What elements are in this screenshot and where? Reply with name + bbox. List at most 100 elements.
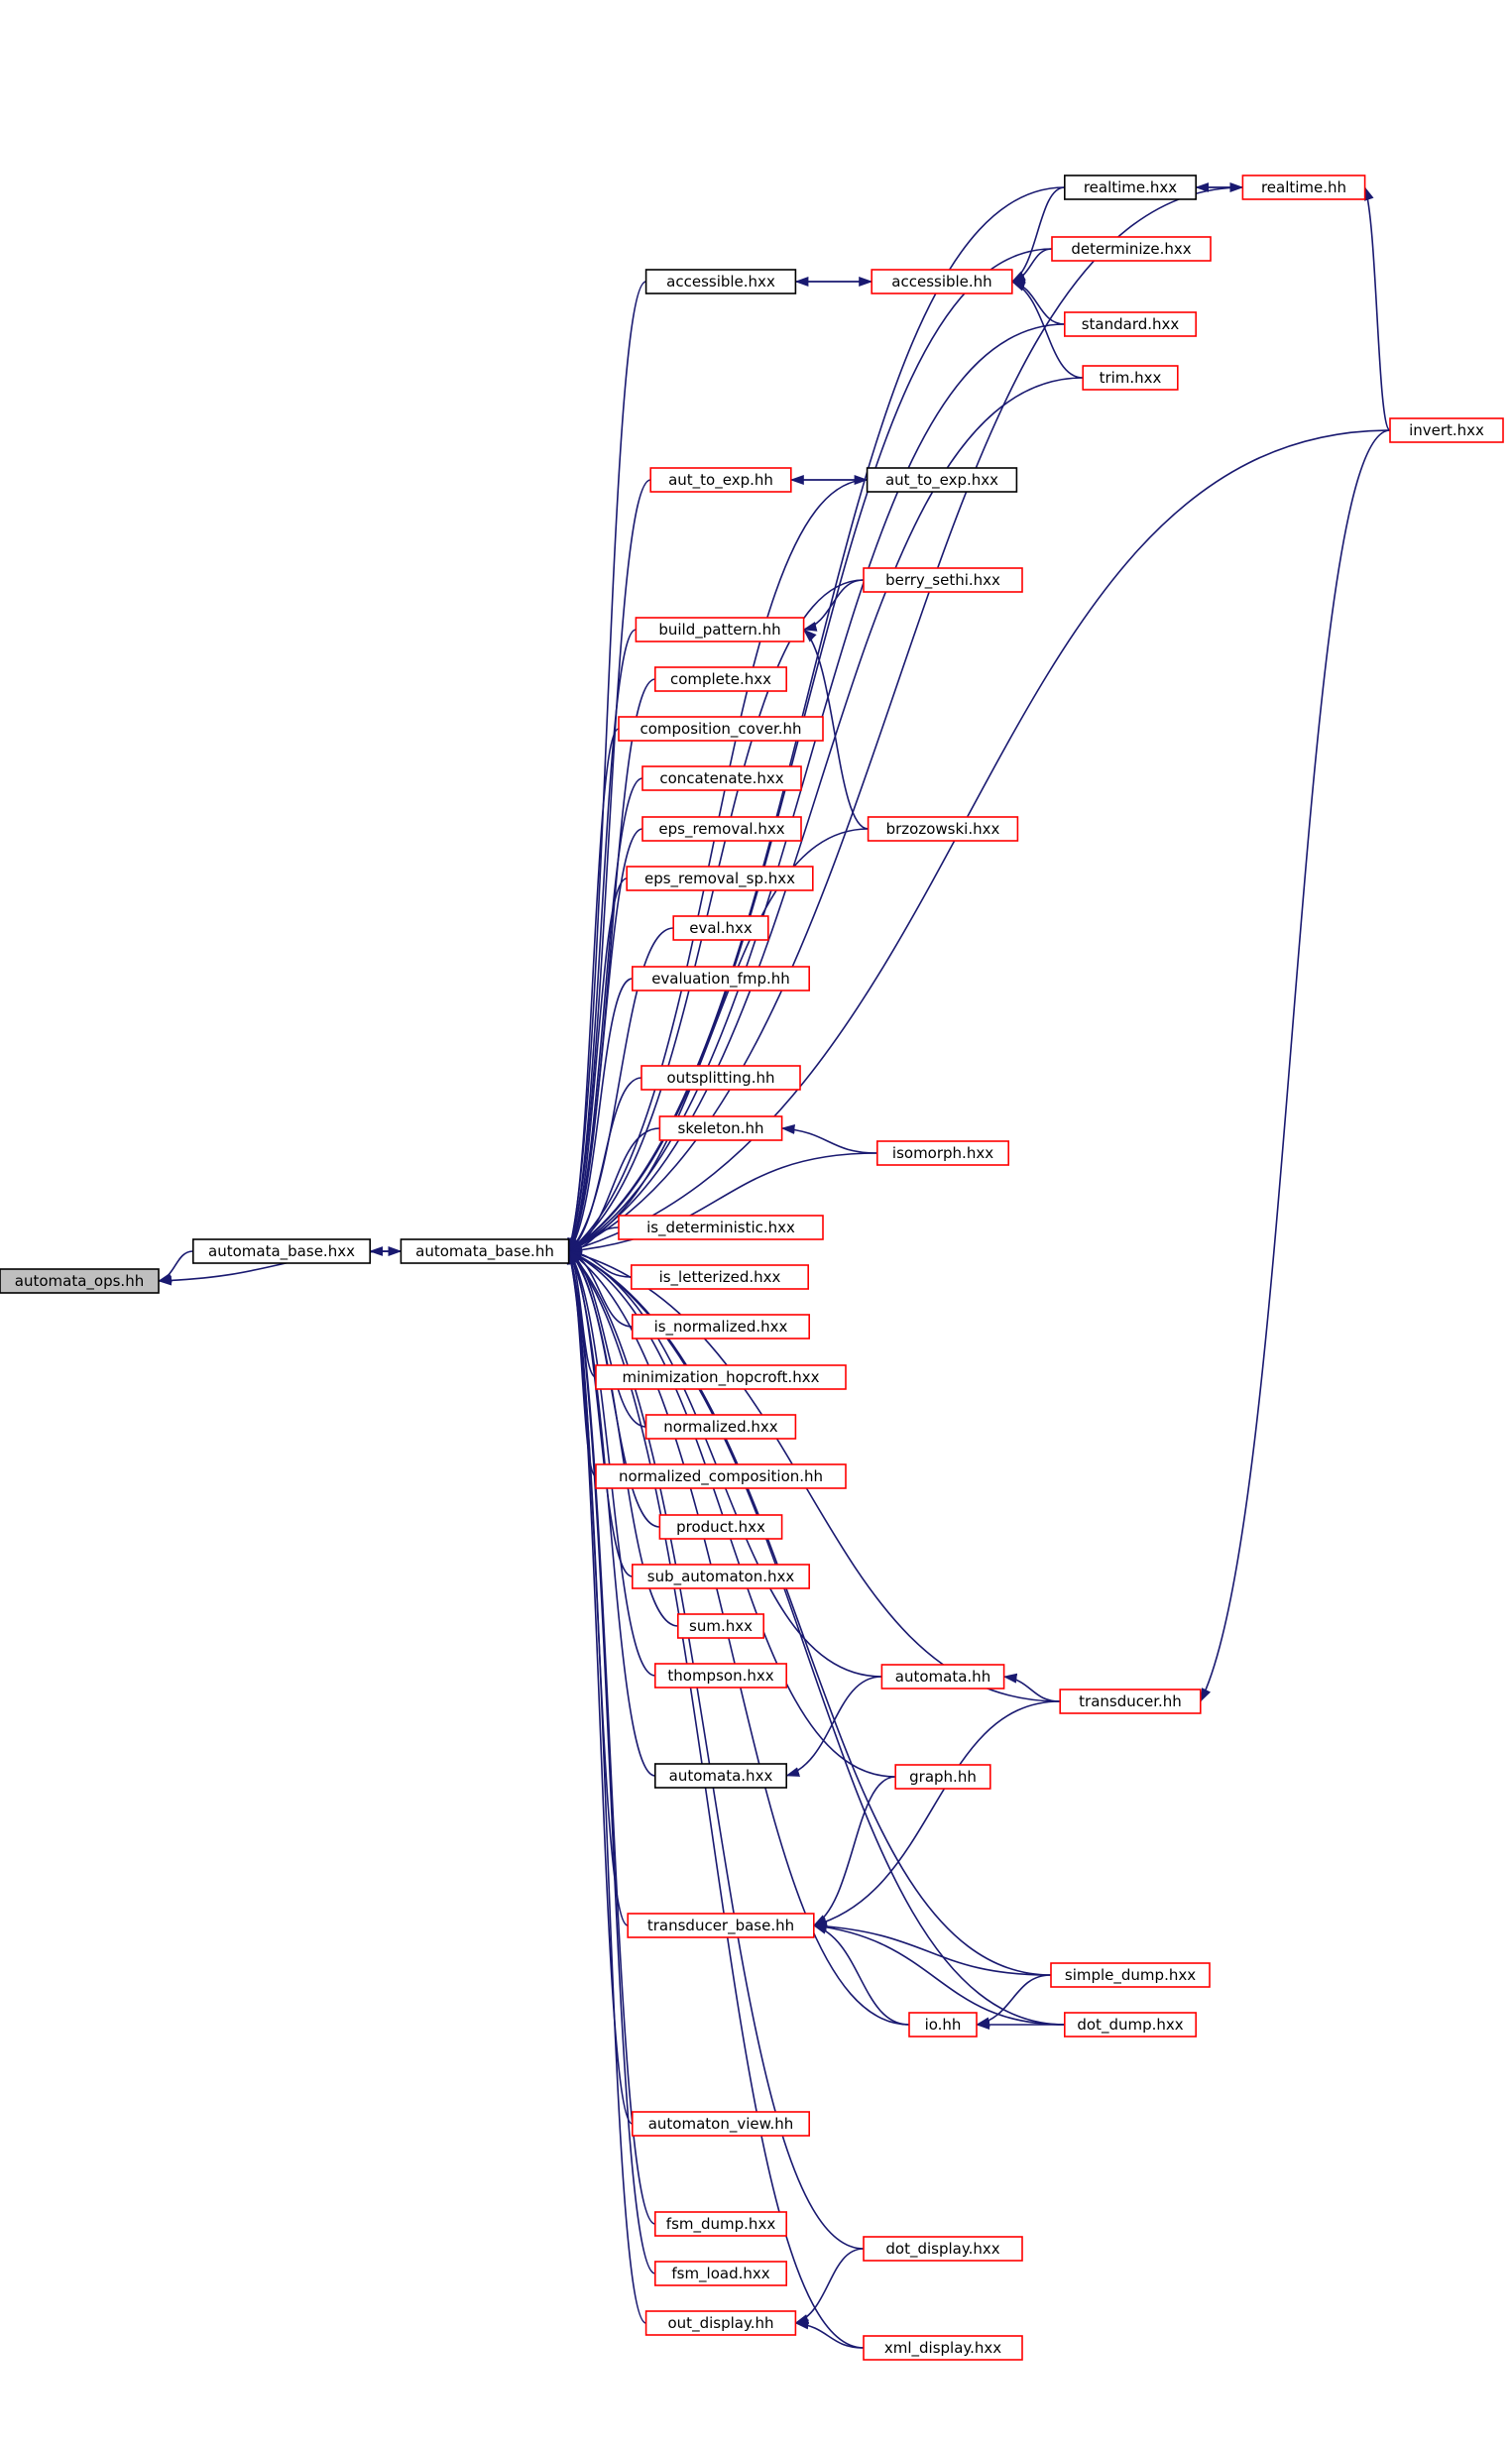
node-complete_hxx[interactable]: complete.hxx [653, 666, 787, 692]
node-accessible_hxx[interactable]: accessible.hxx [644, 269, 797, 294]
node-aut_to_exp_hh[interactable]: aut_to_exp.hh [649, 467, 792, 493]
node-box [653, 1763, 787, 1789]
node-box [641, 816, 802, 842]
node-accessible_hh[interactable]: accessible.hh [871, 269, 1013, 294]
node-label: evaluation_fmp.hh [651, 970, 790, 989]
node-determinize_hxx[interactable]: determinize.hxx [1051, 236, 1212, 262]
node-normalized_composition_hh[interactable]: normalized_composition.hh [595, 1463, 847, 1489]
node-transducer_base_hh[interactable]: transducer_base.hh [627, 1913, 815, 1938]
node-box [192, 1238, 371, 1264]
node-box [658, 1115, 783, 1141]
node-graph_hh[interactable]: graph.hh [894, 1764, 991, 1790]
node-box [644, 1414, 797, 1440]
node-label: out_display.hh [668, 2314, 774, 2333]
node-label: simple_dump.hxx [1065, 1966, 1196, 1985]
edge-skeleton_hh-to-automata_base_hh [567, 1127, 660, 1252]
node-box [658, 1514, 783, 1540]
node-box [1064, 175, 1198, 200]
node-invert_hxx[interactable]: invert.hxx [1389, 417, 1504, 443]
node-label: transducer.hh [1079, 1692, 1182, 1710]
edge-graph_hh-to-automata_base_hh [567, 1250, 896, 1778]
node-transducer_hh[interactable]: transducer.hh [1059, 1689, 1202, 1714]
edge-xml_display_hxx-to-out_display_hh [794, 2319, 865, 2349]
node-out_display_hh[interactable]: out_display.hh [644, 2310, 797, 2336]
node-composition_cover_hh[interactable]: composition_cover.hh [618, 716, 824, 742]
node-label: product.hxx [676, 1518, 765, 1536]
node-standard_hxx[interactable]: standard.hxx [1064, 311, 1198, 337]
node-label: eps_removal_sp.hxx [644, 870, 795, 888]
node-concatenate_hxx[interactable]: concatenate.hxx [641, 765, 802, 791]
node-automata_hh[interactable]: automata.hh [880, 1664, 1005, 1690]
node-automata_base_hh[interactable]: automata_base.hh [400, 1238, 570, 1264]
node-box [631, 966, 810, 991]
node-trim_hxx[interactable]: trim.hxx [1082, 365, 1179, 391]
node-label: trim.hxx [1100, 369, 1162, 387]
node-box [653, 2211, 787, 2237]
edge-automata_hh-to-automata_hxx [785, 1676, 882, 1777]
node-skeleton_hh[interactable]: skeleton.hh [658, 1115, 783, 1141]
node-minimization_hopcroft_hxx[interactable]: minimization_hopcroft.hxx [595, 1364, 847, 1390]
node-automaton_view_hh[interactable]: automaton_view.hh [631, 2111, 810, 2137]
node-eval_hxx[interactable]: eval.hxx [672, 915, 769, 941]
node-box [631, 1564, 810, 1589]
node-automata_base_hxx[interactable]: automata_base.hxx [192, 1238, 371, 1264]
node-label: is_deterministic.hxx [646, 1219, 795, 1237]
node-berry_sethi_hxx[interactable]: berry_sethi.hxx [863, 567, 1023, 593]
edge-graph_hh-to-transducer_base_hh [812, 1776, 896, 1926]
node-product_hxx[interactable]: product.hxx [658, 1514, 783, 1540]
node-box [0, 1268, 160, 1294]
node-box [863, 2236, 1023, 2262]
node-label: eps_removal.hxx [658, 820, 784, 839]
node-outsplitting_hh[interactable]: outsplitting.hh [640, 1065, 801, 1091]
node-evaluation_fmp_hh[interactable]: evaluation_fmp.hh [631, 966, 810, 991]
edge-isomorph_hxx-to-skeleton_hh [780, 1124, 877, 1154]
node-dot_display_hxx[interactable]: dot_display.hxx [863, 2236, 1023, 2262]
node-box [653, 2261, 787, 2286]
node-sub_automaton_hxx[interactable]: sub_automaton.hxx [631, 1564, 810, 1589]
node-eps_removal_hxx[interactable]: eps_removal.hxx [641, 816, 802, 842]
node-box [676, 1613, 764, 1639]
node-realtime_hxx[interactable]: realtime.hxx [1064, 175, 1198, 200]
node-brzozowski_hxx[interactable]: brzozowski.hxx [867, 816, 1019, 842]
edge-sum_hxx-to-automata_base_hh [567, 1250, 678, 1627]
node-is_deterministic_hxx[interactable]: is_deterministic.hxx [618, 1215, 824, 1240]
edge-brzozowski_hxx-to-build_pattern_hh [802, 629, 869, 830]
node-normalized_hxx[interactable]: normalized.hxx [644, 1414, 797, 1440]
node-box [672, 915, 769, 941]
node-thompson_hxx[interactable]: thompson.hxx [653, 1663, 787, 1689]
node-label: minimization_hopcroft.hxx [623, 1368, 820, 1387]
node-io_hh[interactable]: io.hh [908, 2012, 978, 2038]
edge-outsplitting_hh-to-automata_base_hh [567, 1077, 642, 1252]
node-label: is_normalized.hxx [654, 1318, 788, 1337]
node-is_letterized_hxx[interactable]: is_letterized.hxx [630, 1264, 809, 1290]
node-isomorph_hxx[interactable]: isomorph.hxx [875, 1140, 1009, 1166]
edge-evaluation_fmp_hh-to-automata_base_hh [567, 978, 634, 1252]
edge-fsm_dump_hxx-to-automata_base_hh [567, 1250, 656, 2225]
node-simple_dump_hxx[interactable]: simple_dump.hxx [1050, 1962, 1211, 1988]
node-xml_display_hxx[interactable]: xml_display.hxx [863, 2335, 1023, 2361]
node-box [630, 1264, 809, 1290]
node-box [627, 1913, 815, 1938]
node-fsm_dump_hxx[interactable]: fsm_dump.hxx [653, 2211, 787, 2237]
edge-isomorph_hxx-to-automata_base_hh [567, 1152, 877, 1255]
node-build_pattern_hh[interactable]: build_pattern.hh [635, 617, 805, 642]
node-fsm_load_hxx[interactable]: fsm_load.hxx [653, 2261, 787, 2286]
node-automata_hxx[interactable]: automata.hxx [653, 1763, 787, 1789]
edge-brzozowski_hxx-to-automata_base_hh [567, 828, 869, 1252]
edge-determinize_hxx-to-accessible_hh [1010, 248, 1053, 284]
node-automata_ops_hh[interactable]: automata_ops.hh [0, 1268, 160, 1294]
edge-build_pattern_hh-to-automata_base_hh [567, 629, 637, 1252]
node-eps_removal_sp_hxx[interactable]: eps_removal_sp.hxx [626, 866, 814, 891]
node-label: automaton_view.hh [648, 2115, 794, 2134]
node-label: concatenate.hxx [659, 769, 783, 787]
node-sum_hxx[interactable]: sum.hxx [676, 1613, 764, 1639]
node-label: composition_cover.hh [640, 720, 801, 739]
node-box [653, 666, 787, 692]
node-realtime_hh[interactable]: realtime.hh [1241, 175, 1366, 200]
node-box [1051, 236, 1212, 262]
node-is_normalized_hxx[interactable]: is_normalized.hxx [631, 1314, 810, 1340]
node-aut_to_exp_hxx[interactable]: aut_to_exp.hxx [866, 467, 1018, 493]
node-dot_dump_hxx[interactable]: dot_dump.hxx [1064, 2012, 1198, 2038]
node-label: fsm_dump.hxx [666, 2215, 776, 2234]
